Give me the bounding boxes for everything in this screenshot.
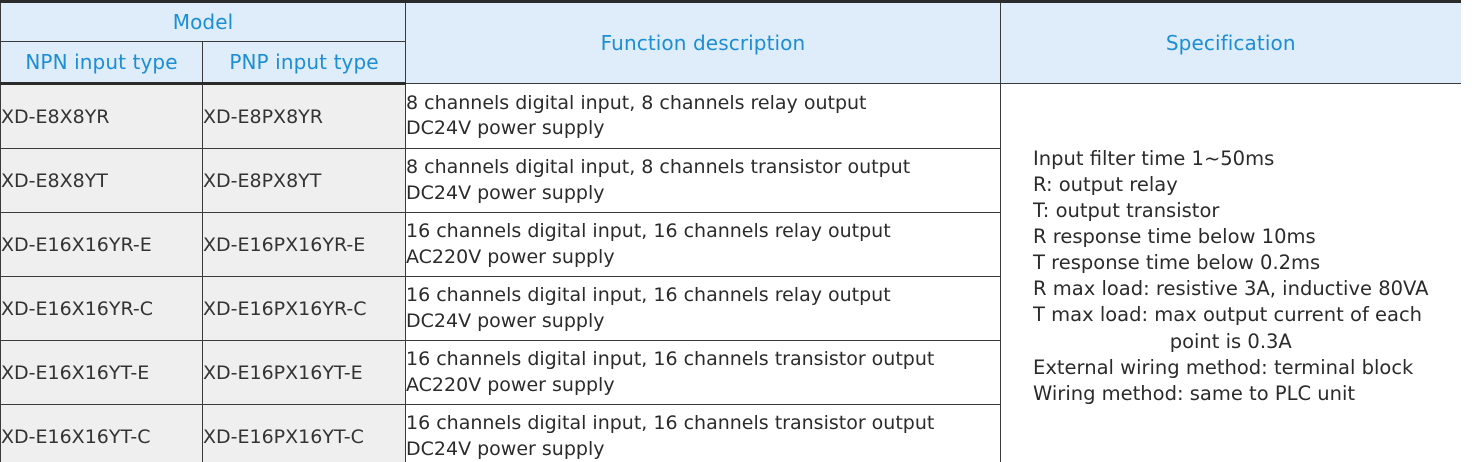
function-line-2: DC24V power supply [406, 181, 605, 204]
cell-npn-model: XD-E8X8YR [0, 83, 203, 149]
cell-function-description: 16 channels digital input, 16 channels t… [405, 340, 1001, 405]
function-line-1: 8 channels digital input, 8 channels rel… [406, 91, 867, 114]
function-line-2: AC220V power supply [406, 245, 615, 268]
cell-npn-model: XD-E16X16YR-E [0, 212, 203, 277]
cell-function-description: 16 channels digital input, 16 channels r… [405, 212, 1001, 277]
table-header: Model Function description Specification… [0, 1, 1461, 85]
spec-line-4: R response time below 10ms [1033, 225, 1316, 248]
spec-line-7: T max load: max output current of each [1033, 303, 1423, 327]
function-line-1: 8 channels digital input, 8 channels tra… [406, 156, 911, 179]
cell-npn-model: XD-E16X16YR-C [0, 276, 203, 341]
cell-function-description: 16 channels digital input, 16 channels t… [405, 404, 1001, 462]
cell-function-description: 8 channels digital input, 8 channels tra… [405, 148, 1001, 213]
cell-pnp-model: XD-E16PX16YR-C [202, 276, 406, 341]
spec-line-8: point is 0.3A [1169, 329, 1292, 353]
spec-line-3: T: output transistor [1033, 198, 1220, 222]
table-row: XD-E8X8YR XD-E8PX8YR 8 channels digital … [0, 83, 1461, 462]
function-line-1: 16 channels digital input, 16 channels t… [406, 412, 935, 435]
cell-npn-model: XD-E16X16YT-C [0, 404, 203, 462]
function-line-1: 16 channels digital input, 16 channels r… [406, 220, 891, 243]
function-line-2: DC24V power supply [406, 117, 605, 139]
header-row-sub: NPN input type PNP input type [0, 41, 1461, 85]
table-row: XD-E16X16YT-C XD-E16PX16YT-C 16 channels… [0, 404, 1461, 462]
cell-function-description: 8 channels digital input, 8 channels rel… [405, 83, 1001, 149]
spec-line-10: Wiring method: same to PLC unit [1033, 381, 1356, 405]
function-line-1: 16 channels digital input, 16 channels r… [406, 284, 891, 307]
cell-pnp-model: XD-E16PX16YT-E [202, 340, 406, 405]
cell-npn-model: XD-E8X8YT [0, 148, 203, 213]
table-body: XD-E8X8YR XD-E8PX8YR 8 channels digital … [0, 83, 1461, 462]
spec-line-2: R: output relay [1033, 172, 1178, 196]
specification-text-block: Input filter time 1~50ms R: output relay… [1033, 146, 1428, 407]
cell-pnp-model: XD-E16PX16YT-C [202, 404, 406, 462]
header-function-description: Function description [405, 1, 1001, 84]
header-npn-input-type: NPN input type [0, 41, 203, 85]
cell-pnp-model: XD-E16PX16YR-E [202, 212, 406, 277]
cell-function-description: 16 channels digital input, 16 channels r… [405, 276, 1001, 341]
table-row: XD-E16X16YR-C XD-E16PX16YR-C 16 channels… [0, 276, 1461, 341]
cell-npn-model: XD-E16X16YT-E [0, 340, 203, 405]
function-line-2: DC24V power supply [406, 309, 605, 332]
header-row-top: Model Function description Specification [0, 1, 1461, 84]
cell-pnp-model: XD-E8PX8YR [202, 83, 406, 149]
function-line-2: DC24V power supply [406, 437, 605, 460]
function-line-1: 16 channels digital input, 16 channels t… [406, 348, 935, 371]
table-row: XD-E8X8YT XD-E8PX8YT 8 channels digital … [0, 148, 1461, 213]
spec-line-9: External wiring method: terminal block [1033, 355, 1414, 379]
header-model-group: Model [0, 1, 406, 42]
header-specification: Specification [1000, 1, 1461, 84]
table-row: XD-E16X16YR-E XD-E16PX16YR-E 16 channels… [0, 212, 1461, 277]
function-line-2: AC220V power supply [406, 373, 615, 396]
spec-line-6: R max load: resistive 3A, inductive 80VA [1033, 277, 1429, 301]
spec-line-5: T response time below 0.2ms [1033, 251, 1321, 275]
cell-pnp-model: XD-E8PX8YT [202, 148, 406, 213]
spec-line-1: Input filter time 1~50ms [1033, 146, 1275, 170]
cell-specification: Input filter time 1~50ms R: output relay… [1000, 83, 1461, 462]
table-row: XD-E16X16YT-E XD-E16PX16YT-E 16 channels… [0, 340, 1461, 405]
header-pnp-input-type: PNP input type [202, 41, 406, 85]
